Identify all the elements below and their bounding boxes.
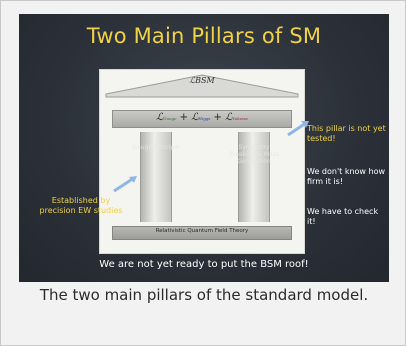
right-pillar-note: This pillar is not yet tested! [307,124,386,143]
lagrangian-yukawa-subscript: Yukawa [232,116,248,121]
roof-label: ℒBSM [189,76,215,85]
lagrangian-gauge-symbol: ℒ [156,112,164,123]
left-pillar-note: Established by precision EW studies [39,196,123,215]
slide-image[interactable]: Two Main Pillars of SM ℒBSM ℒGauge + ℒHi… [19,14,389,282]
temple-diagram: ℒBSM ℒGauge + ℒHiggs + ℒYukawa Gauge Pri… [99,69,305,254]
left-arrow-icon [113,176,137,193]
right-arrow-icon [287,121,309,137]
lagrangian-yukawa-symbol: ℒ [225,112,233,123]
right-pillar-label: Symmetry Breaking & Mass Generation [228,144,280,165]
temple-base: Relativistic Quantum Field Theory [112,226,292,240]
figure-caption: The two main pillars of the standard mod… [39,286,369,304]
slide-footer: We are not yet ready to put the BSM roof… [99,259,309,270]
lagrangian-gauge-subscript: Gauge [163,116,177,121]
check-note: We have to check it! [307,207,379,226]
left-pillar: Gauge Principle [132,132,180,222]
lagrangian-beam: ℒGauge + ℒHiggs + ℒYukawa [112,110,292,128]
uncertainty-note: We don't know how firm it is! [307,167,386,186]
lagrangian-plus-2: + [210,112,226,123]
left-pillar-label: Gauge Principle [132,144,180,151]
lagrangian-text: ℒGauge + ℒHiggs + ℒYukawa [113,112,291,123]
slide-title: Two Main Pillars of SM [86,24,322,48]
temple-base-label: Relativistic Quantum Field Theory [155,228,249,234]
temple-roof [105,74,299,98]
lagrangian-higgs-subscript: Higgs [198,116,211,121]
lagrangian-plus-1: + [176,112,192,123]
lagrangian-higgs-symbol: ℒ [191,112,199,123]
right-pillar: Symmetry Breaking & Mass Generation [229,132,279,222]
